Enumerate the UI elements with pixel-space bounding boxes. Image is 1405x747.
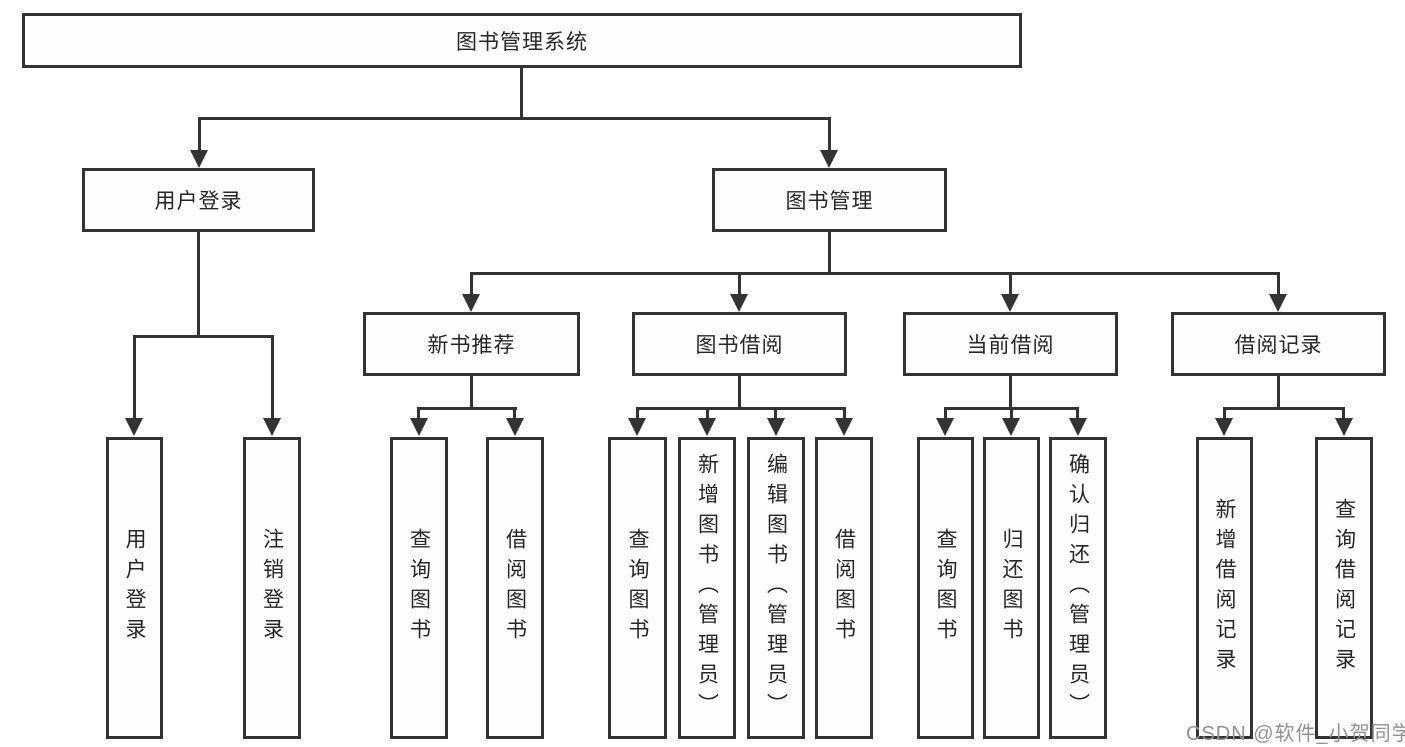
node-user-login: 用户登录 xyxy=(82,168,315,232)
leaf-label: 查询图书 xyxy=(407,528,431,648)
leaf-query-borrow-record: 查询借阅记录 xyxy=(1315,437,1373,739)
node-current-borrow: 当前借阅 xyxy=(903,312,1118,376)
leaf-label: 注销登录 xyxy=(260,528,284,648)
connector-stem xyxy=(1009,272,1012,296)
arrow-down-icon xyxy=(698,418,716,436)
leaf-label: 借阅图书 xyxy=(503,528,527,648)
arrow-down-icon xyxy=(1335,418,1353,436)
connector-stem xyxy=(271,335,274,420)
connector-stem xyxy=(513,407,516,420)
node-root: 图书管理系统 xyxy=(22,13,1022,68)
leaf-add-borrow-record: 新增借阅记录 xyxy=(1196,437,1253,739)
connector-rail xyxy=(1223,407,1345,410)
connector-stem xyxy=(828,117,831,153)
leaf-label: 用户登录 xyxy=(123,528,146,648)
arrow-down-icon xyxy=(730,294,748,312)
leaf-confirm-return-admin: 确认归还（管理员） xyxy=(1049,437,1107,739)
leaf-label: 借阅图书 xyxy=(832,528,856,648)
csdn-watermark: CSDN @软件_小贺同学 xyxy=(1186,723,1405,745)
connector-stem xyxy=(1010,407,1013,420)
arrow-down-icon xyxy=(410,418,428,436)
connector-stem xyxy=(738,375,741,409)
connector-stem xyxy=(417,407,420,420)
arrow-down-icon xyxy=(462,294,480,312)
arrow-down-icon xyxy=(1001,294,1019,312)
arrow-down-icon xyxy=(835,418,853,436)
connector-stem xyxy=(1076,407,1079,420)
leaf-label: 编辑图书（管理员） xyxy=(764,453,788,723)
arrow-down-icon xyxy=(936,418,954,436)
arrow-down-icon xyxy=(628,418,646,436)
connector-stem xyxy=(774,407,777,420)
leaf-borrow-books-2: 借阅图书 xyxy=(815,437,873,739)
leaf-logout: 注销登录 xyxy=(243,437,301,739)
node-borrow-records: 借阅记录 xyxy=(1171,312,1386,376)
arrow-down-icon xyxy=(1269,294,1287,312)
leaf-label: 确认归还（管理员） xyxy=(1066,453,1090,723)
connector-stem xyxy=(706,407,709,420)
leaf-borrow-books-1: 借阅图书 xyxy=(486,437,544,739)
connector-stem xyxy=(828,232,831,275)
arrow-down-icon xyxy=(190,150,208,168)
leaf-label: 新增借阅记录 xyxy=(1213,498,1236,678)
leaf-query-books-3: 查询图书 xyxy=(917,437,974,739)
arrow-down-icon xyxy=(1069,418,1087,436)
connector-stem xyxy=(1223,407,1226,420)
leaf-add-books-admin: 新增图书（管理员） xyxy=(678,437,736,739)
connector-root-rail xyxy=(198,117,831,120)
leaf-edit-books-admin: 编辑图书（管理员） xyxy=(747,437,805,739)
node-book-management: 图书管理 xyxy=(712,168,947,232)
connector-stem xyxy=(636,407,639,420)
connector-stem xyxy=(197,232,200,338)
leaf-label: 查询借阅记录 xyxy=(1332,498,1356,678)
leaf-query-books-2: 查询图书 xyxy=(608,437,667,739)
connector-stem xyxy=(843,407,846,420)
connector-rail xyxy=(133,335,274,338)
connector-stem xyxy=(1009,375,1012,409)
arrow-down-icon xyxy=(263,418,281,436)
connector-stem xyxy=(470,375,473,409)
connector-stem xyxy=(1342,407,1345,420)
node-new-book-recommend: 新书推荐 xyxy=(363,312,580,376)
connector-root-stem xyxy=(520,67,523,120)
node-book-borrow: 图书借阅 xyxy=(632,312,847,376)
arrow-down-icon xyxy=(1002,418,1020,436)
connector-stem xyxy=(470,272,473,296)
connector-stem xyxy=(944,407,947,420)
leaf-return-books: 归还图书 xyxy=(983,437,1040,739)
arrow-down-icon xyxy=(506,418,524,436)
connector-stem xyxy=(1277,272,1280,296)
arrow-down-icon xyxy=(820,150,838,168)
connector-stem xyxy=(738,272,741,296)
arrow-down-icon xyxy=(767,418,785,436)
leaf-query-books-1: 查询图书 xyxy=(390,437,448,739)
arrow-down-icon xyxy=(125,418,143,436)
connector-stem xyxy=(133,335,136,420)
connector-stem xyxy=(198,117,201,153)
leaf-label: 归还图书 xyxy=(1000,528,1023,648)
connector-rail xyxy=(636,407,846,410)
leaf-label: 新增图书（管理员） xyxy=(695,453,719,723)
arrow-down-icon xyxy=(1215,418,1233,436)
leaf-label: 查询图书 xyxy=(934,528,957,648)
connector-rail xyxy=(470,272,1280,275)
leaf-user-login: 用户登录 xyxy=(106,437,163,739)
leaf-label: 查询图书 xyxy=(626,528,649,648)
connector-stem xyxy=(1277,375,1280,409)
connector-rail xyxy=(417,407,517,410)
